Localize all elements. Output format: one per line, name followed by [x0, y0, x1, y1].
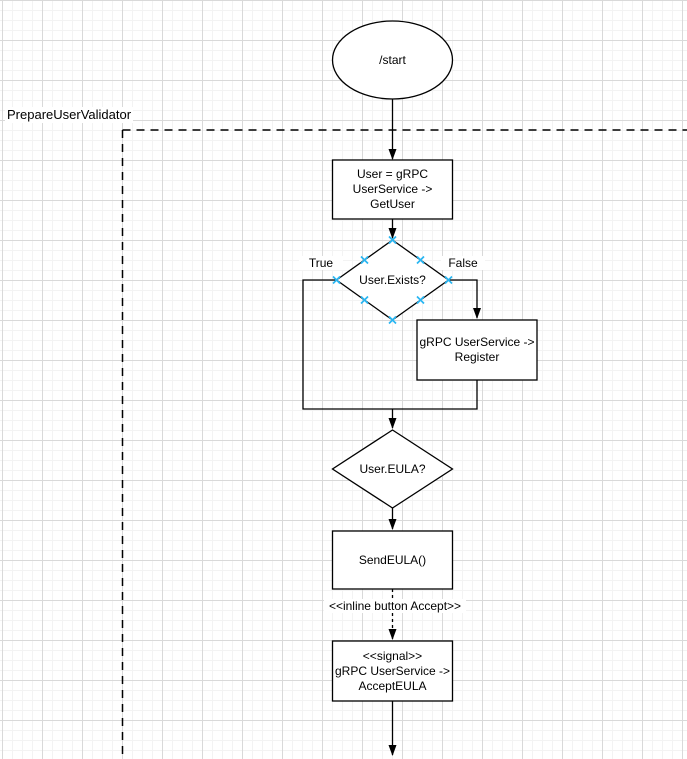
boundary-label[interactable]: PrepareUserValidator [5, 107, 134, 123]
connection-point-icon[interactable] [332, 275, 341, 285]
node-userexists-decision[interactable] [335, 239, 450, 321]
connection-point-icon[interactable] [416, 255, 425, 265]
node-accepteula-signal[interactable] [331, 640, 454, 702]
edge-false-to-register[interactable] [448, 279, 481, 319]
node-register[interactable] [416, 319, 538, 381]
connection-point-icon[interactable] [416, 295, 425, 305]
node-start[interactable] [331, 20, 454, 100]
connection-points[interactable] [332, 235, 453, 325]
connection-point-icon[interactable] [444, 275, 453, 285]
node-sendeula[interactable] [331, 530, 454, 590]
edge-true-merge[interactable] [302, 279, 478, 410]
inline-button-label[interactable]: <<inline button Accept>> [324, 599, 466, 613]
node-getuser[interactable] [331, 159, 454, 220]
node-usereula-decision[interactable] [331, 429, 454, 509]
connection-point-icon[interactable] [360, 295, 369, 305]
connection-point-icon[interactable] [360, 255, 369, 265]
connection-point-icon[interactable] [388, 235, 397, 245]
false-branch-label[interactable]: False [441, 256, 485, 270]
true-branch-label[interactable]: True [299, 256, 343, 270]
connection-point-icon[interactable] [388, 315, 397, 325]
